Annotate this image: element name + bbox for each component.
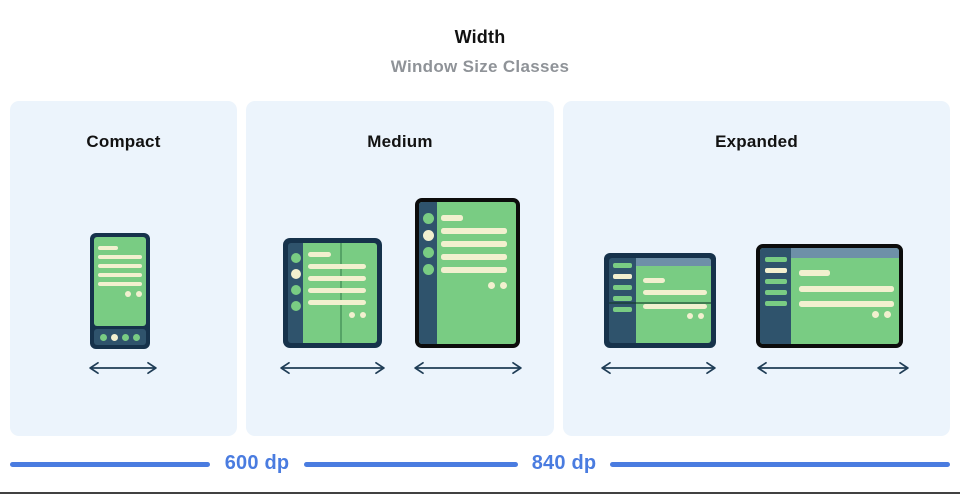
sidebar-dot — [422, 264, 434, 275]
content-line — [98, 264, 142, 268]
scale-line-segment — [304, 462, 518, 467]
content-dot — [884, 311, 891, 318]
screen-content — [636, 266, 711, 319]
nav-dot — [111, 333, 118, 341]
foldable-landscape-illustration — [604, 253, 716, 348]
content-line — [441, 241, 507, 247]
content-line — [98, 255, 142, 259]
desktop-screen — [791, 248, 899, 344]
foldable-screen — [636, 258, 711, 343]
content-dot — [488, 282, 495, 289]
sidebar-dot — [422, 213, 434, 224]
breakpoint-840dp-label: 840 dp — [531, 452, 597, 474]
sidebar-bar — [613, 263, 632, 268]
phone-navbar — [94, 329, 146, 345]
content-line — [308, 288, 366, 293]
scale-line-segment — [10, 462, 210, 467]
sidebar — [419, 202, 437, 344]
panel-compact: Compact — [10, 101, 237, 436]
foldable-width-arrow — [279, 361, 386, 375]
topbar — [791, 248, 899, 258]
sidebar-bar — [613, 285, 632, 290]
content-line — [98, 282, 142, 286]
sidebar-bar — [764, 290, 787, 295]
content-dot — [500, 282, 507, 289]
content-dot — [136, 291, 142, 297]
sidebar — [760, 248, 791, 344]
breakpoint-600dp-label: 600 dp — [224, 452, 290, 474]
tablet-portrait-illustration — [415, 198, 520, 348]
panel-expanded: Expanded — [563, 101, 950, 436]
content-dots — [643, 309, 707, 319]
content-dots — [799, 307, 894, 318]
fold-line — [609, 302, 711, 304]
panel-title-expanded: Expanded — [715, 132, 798, 151]
diagram-title: Width — [454, 27, 506, 47]
content-dots — [308, 312, 366, 318]
sidebar-bar — [764, 279, 787, 284]
phone-width-arrow — [88, 361, 158, 375]
content-line — [441, 267, 507, 273]
content-line — [441, 254, 507, 260]
content-line — [308, 264, 366, 269]
content-line — [643, 278, 666, 283]
phone-illustration — [90, 233, 150, 349]
content-dot — [698, 313, 704, 319]
desktop-illustration — [756, 244, 903, 348]
phone-screen — [94, 237, 146, 326]
fold-line — [340, 243, 342, 343]
sidebar-bar — [613, 274, 632, 279]
content-line — [441, 228, 507, 234]
content-line — [308, 300, 366, 305]
nav-dot — [122, 333, 129, 341]
sidebar-dot — [290, 301, 301, 311]
sidebar — [609, 258, 636, 343]
content-dot — [349, 312, 355, 318]
sidebar-dot — [290, 269, 301, 279]
content-dot — [125, 291, 131, 297]
screen-content — [303, 243, 377, 318]
sidebar-bar — [764, 257, 787, 262]
screen-content — [791, 258, 899, 318]
foldable-screen — [303, 243, 377, 343]
content-dots — [441, 280, 507, 289]
content-dot — [872, 311, 879, 318]
sidebar — [288, 243, 303, 343]
foldable-portrait-illustration — [283, 238, 382, 348]
content-line — [799, 270, 831, 276]
panel-medium: Medium — [246, 101, 554, 436]
content-line — [98, 273, 142, 277]
content-line — [98, 246, 118, 250]
sidebar-bar — [764, 268, 787, 273]
content-line — [799, 301, 894, 307]
sidebar-dot — [290, 253, 301, 263]
scale-line-segment — [610, 462, 950, 467]
foldable-landscape-width-arrow — [600, 361, 717, 375]
diagram-subtitle: Window Size Classes — [390, 57, 570, 76]
content-line — [308, 252, 332, 257]
topbar — [636, 258, 711, 266]
desktop-width-arrow — [756, 361, 910, 375]
content-dot — [360, 312, 366, 318]
content-dots — [98, 291, 142, 297]
nav-dot — [100, 333, 107, 341]
diagram-header: Width Window Size Classes — [0, 27, 960, 77]
content-line — [799, 286, 894, 292]
tablet-screen — [437, 202, 516, 344]
sidebar-bar — [613, 296, 632, 301]
content-line — [308, 276, 366, 281]
content-line — [441, 215, 463, 221]
panel-title-medium: Medium — [367, 132, 433, 151]
sidebar-bar — [764, 301, 787, 306]
tablet-width-arrow — [413, 361, 523, 375]
sidebar-dot — [422, 230, 434, 241]
sidebar-bar — [613, 307, 632, 312]
nav-dot — [133, 333, 140, 341]
panel-title-compact: Compact — [86, 132, 161, 151]
content-line — [643, 290, 707, 295]
sidebar-dot — [290, 285, 301, 295]
content-dot — [687, 313, 693, 319]
content-line — [643, 304, 707, 309]
sidebar-dot — [422, 247, 434, 258]
